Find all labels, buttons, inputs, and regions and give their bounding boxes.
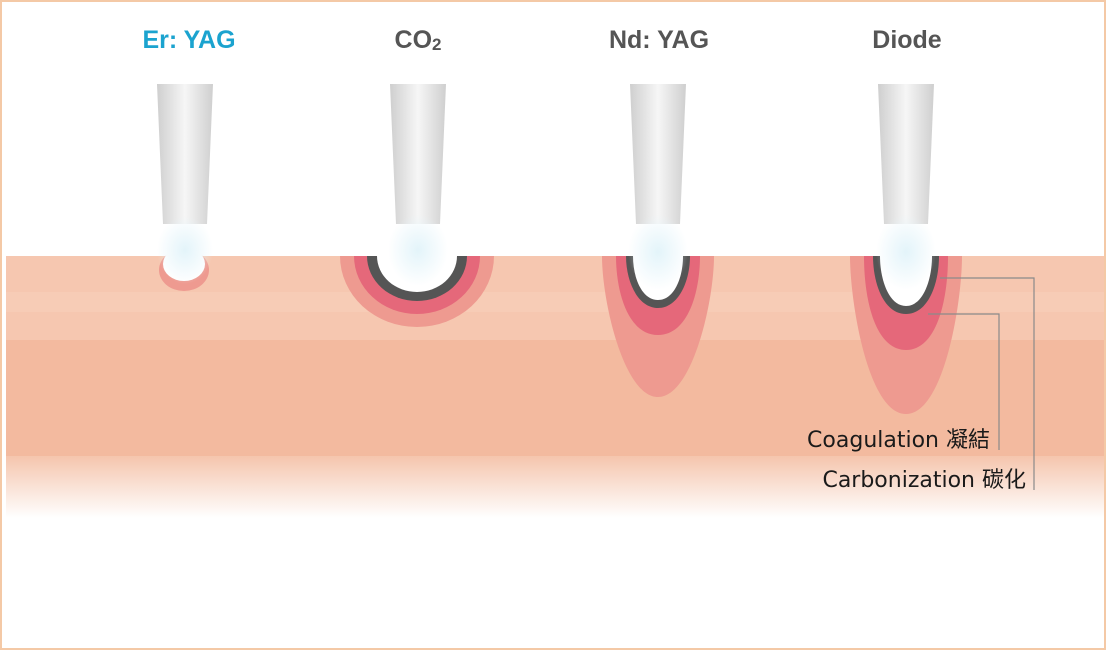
fiber-diode-shaft bbox=[878, 84, 934, 224]
fiber-diode-tip-glow bbox=[876, 214, 936, 290]
fiber-er-yag-shaft bbox=[157, 84, 213, 224]
tissue-band-highlight bbox=[6, 292, 1104, 312]
laser-title-co2-main: CO bbox=[395, 26, 433, 54]
fiber-er-yag-tip-glow bbox=[157, 216, 213, 284]
laser-title-diode: Diode bbox=[872, 26, 942, 54]
carbonization-leader-line bbox=[940, 277, 1035, 490]
fiber-co2-tip-glow bbox=[388, 214, 448, 286]
coagulation-leader-line bbox=[928, 313, 1000, 450]
carbonization-label: Carbonization 碳化 bbox=[822, 468, 1026, 493]
fiber-nd-yag bbox=[628, 84, 688, 290]
laser-title-nd-yag: Nd: YAG bbox=[609, 26, 709, 54]
fiber-nd-yag-tip-glow bbox=[628, 214, 688, 290]
fiber-er-yag bbox=[157, 84, 213, 284]
laser-title-co2-subscript: 2 bbox=[432, 35, 441, 54]
diode-effect bbox=[850, 256, 962, 414]
fiber-diode bbox=[876, 84, 936, 290]
fiber-co2-shaft bbox=[390, 84, 446, 224]
coagulation-label: Coagulation 凝結 bbox=[807, 428, 990, 453]
tissue-fade-layer bbox=[6, 456, 1104, 518]
fiber-nd-yag-shaft bbox=[630, 84, 686, 224]
laser-title-er-yag: Er: YAG bbox=[142, 26, 235, 54]
fiber-co2 bbox=[388, 84, 448, 286]
laser-title-co2: CO2 bbox=[395, 26, 442, 54]
